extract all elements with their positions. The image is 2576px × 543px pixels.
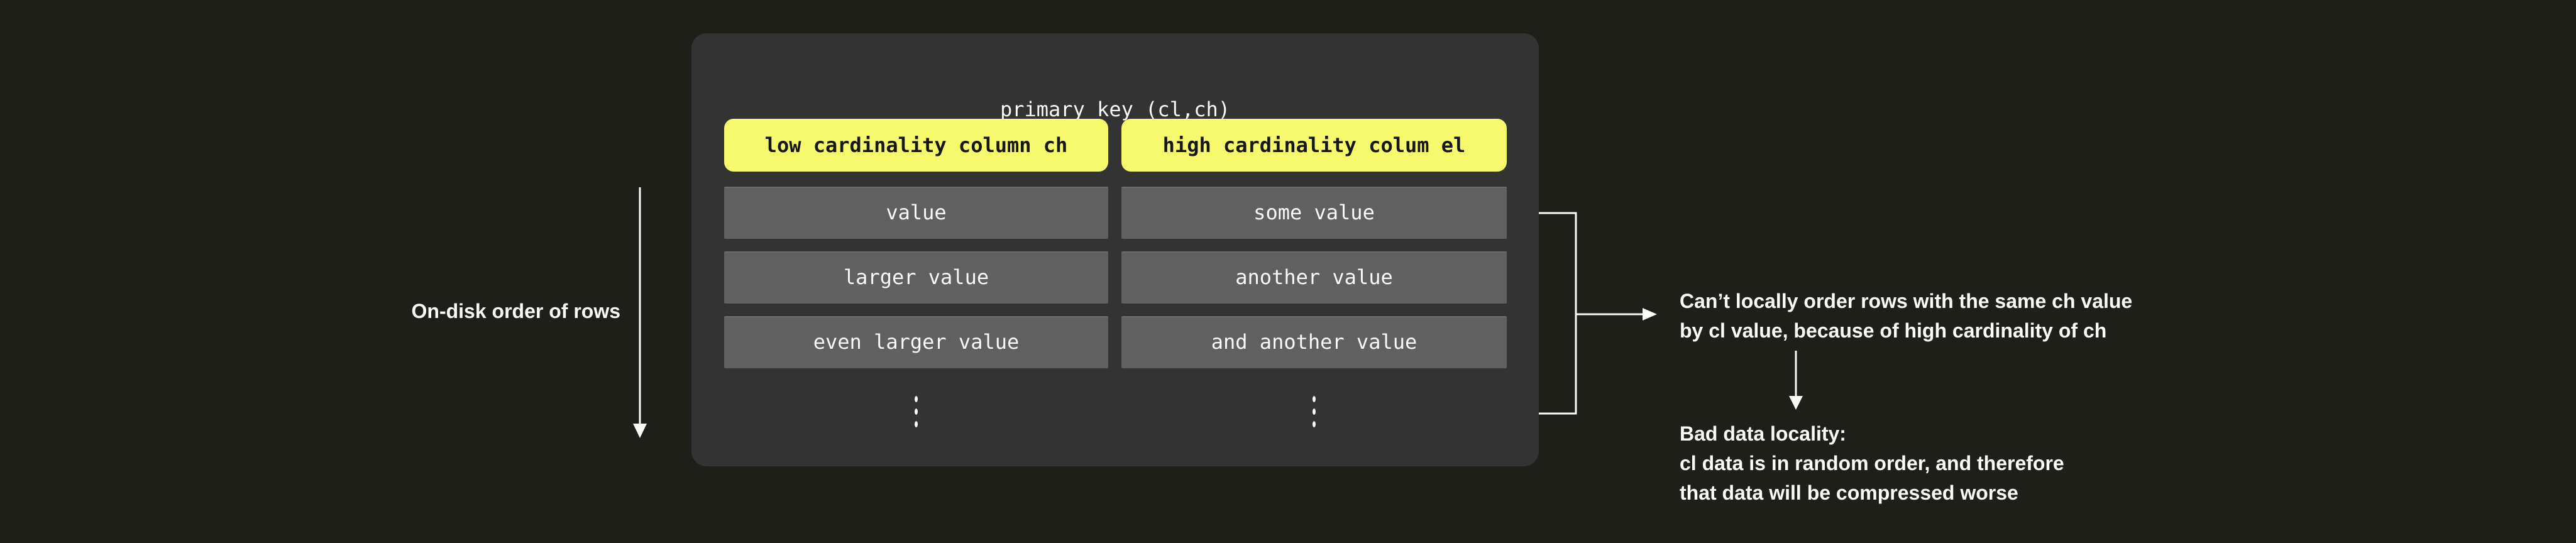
- vertical-ellipsis-icon: [724, 396, 1108, 427]
- column-high-cardinality: high cardinality colum el some value ano…: [1121, 33, 1507, 466]
- cell-left-row3: even larger value: [724, 316, 1108, 368]
- cant-order-note-line2: by cl value, because of high cardinality…: [1680, 319, 2107, 342]
- cell-right-row2: another value: [1121, 251, 1507, 304]
- on-disk-order-arrow: [633, 187, 647, 438]
- cell-left-row2: larger value: [724, 251, 1108, 304]
- cell-right-row3: and another value: [1121, 316, 1507, 368]
- column-header-high-cardinality: high cardinality colum el: [1121, 119, 1507, 172]
- on-disk-order-label: On-disk order of rows: [411, 300, 620, 322]
- vertical-ellipsis-icon: [1121, 396, 1507, 427]
- bad-locality-note-line2: cl data is in random order, and therefor…: [1680, 452, 2064, 474]
- bad-locality-arrow: [1789, 351, 1803, 410]
- primary-key-panel: primary key (cl,ch) low cardinality colu…: [691, 33, 1539, 466]
- cell-left-row1: value: [724, 187, 1108, 239]
- cant-order-note-line1: Can’t locally order rows with the same c…: [1680, 290, 2133, 312]
- column-header-low-cardinality: low cardinality column ch: [724, 119, 1108, 172]
- cell-right-row1: some value: [1121, 187, 1507, 239]
- panel-title: primary key (cl,ch): [999, 97, 1231, 121]
- bad-locality-note-line1: Bad data locality:: [1680, 422, 1846, 445]
- cant-order-note: Can’t locally order rows with the same c…: [1680, 287, 2132, 346]
- bad-locality-note-line3: that data will be compressed worse: [1680, 481, 2018, 504]
- bad-locality-note: Bad data locality: cl data is in random …: [1680, 419, 2064, 508]
- cant-order-arrow: [1576, 308, 1657, 321]
- column-low-cardinality: low cardinality column ch value larger v…: [724, 33, 1108, 466]
